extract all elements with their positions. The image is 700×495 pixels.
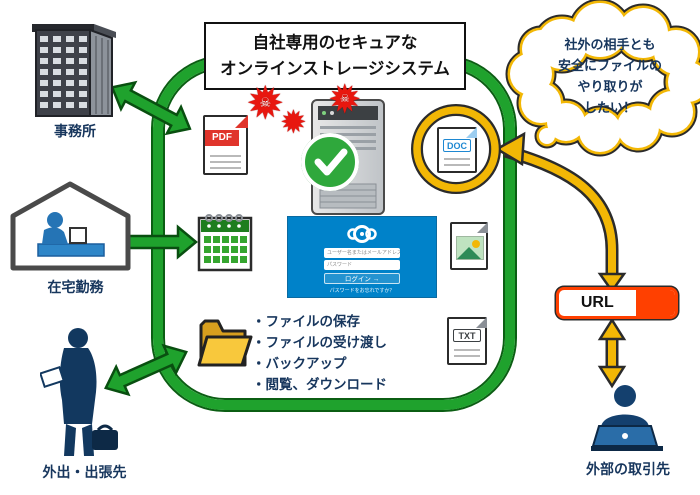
text-line <box>210 167 241 169</box>
calendar-icon <box>197 214 253 272</box>
url-fill-bar <box>635 290 675 316</box>
businessman-icon <box>40 328 118 456</box>
cloud-line: やり取りが <box>577 79 643 94</box>
skull-icon: ☠ <box>339 93 350 106</box>
home-label: 在宅勤務 <box>47 279 104 295</box>
folder-icon <box>197 319 253 367</box>
feature-item: ・バックアップ <box>252 356 347 371</box>
txt-file-icon: TXT <box>447 317 487 365</box>
feature-item: ・ファイルの受け渡し <box>252 335 387 350</box>
pdf-file-icon: PDF <box>203 115 248 175</box>
nextcloud-logo-icon <box>347 225 377 243</box>
page-fold <box>476 317 487 328</box>
virus-icon: ✹ <box>280 106 307 138</box>
cloud-line: 安全にファイルの <box>557 58 662 73</box>
text-line <box>210 155 241 157</box>
username-field: ユーザー名またはメールアドレス <box>324 248 400 258</box>
external-label: 外部の取引先 <box>586 461 670 477</box>
page-fold <box>235 115 248 128</box>
cloud-line: 社外の相手とも <box>564 37 656 52</box>
url-box: URL <box>556 287 678 319</box>
url-exchange-arrow <box>597 317 627 389</box>
login-button: ログイン → <box>324 273 400 284</box>
doc-file-icon: DOC <box>437 127 477 173</box>
pdf-label: PDF <box>205 130 239 146</box>
feature-list: ・ファイルの保存 ・ファイルの受け渡し ・バックアップ ・閲覧、ダウンロード <box>252 311 452 395</box>
text-line <box>454 355 480 357</box>
virus-icon: ✹ ☠ <box>328 80 362 120</box>
text-line <box>444 164 470 166</box>
image-file-icon <box>450 222 488 270</box>
external-user-icon <box>591 385 663 451</box>
text-line <box>454 349 480 351</box>
share-link-arrow <box>494 131 627 294</box>
url-label: URL <box>580 294 614 311</box>
cloud-text: 社外の相手とも 安全にファイルの やり取りが したい！ <box>528 34 692 118</box>
virus-icon: ✹ ☠ <box>246 80 285 126</box>
text-line <box>444 158 470 160</box>
text-line <box>210 161 241 163</box>
title-line-2: オンラインストレージシステム <box>220 60 450 78</box>
virus-star: ✹ <box>280 104 307 140</box>
sun-shape <box>472 240 480 248</box>
password-field: パスワード <box>324 260 400 270</box>
page-fold <box>477 222 488 233</box>
field-label: 外出・出張先 <box>42 464 127 480</box>
doc-label: DOC <box>443 139 471 152</box>
server-icon <box>301 99 385 215</box>
mountain-shape <box>457 247 483 259</box>
feature-item: ・ファイルの保存 <box>252 314 360 329</box>
cloud-line: したい！ <box>583 100 636 115</box>
title-line-1: 自社専用のセキュアな <box>252 33 418 52</box>
skull-icon: ☠ <box>259 94 272 110</box>
security-shield-icon <box>301 133 359 191</box>
page-fold <box>466 127 477 138</box>
title-box: 自社専用のセキュアな オンラインストレージシステム <box>204 22 466 90</box>
login-screen: ユーザー名またはメールアドレス パスワード ログイン → パスワードをお忘れです… <box>287 216 437 298</box>
virus-star: ✹ <box>246 77 285 129</box>
thumbnail-picture <box>456 236 484 260</box>
office-label: 事務所 <box>54 123 96 139</box>
home-worker-icon <box>10 181 131 271</box>
forgot-password-link: パスワードをお忘れですか？ <box>329 288 395 294</box>
feature-item: ・閲覧、ダウンロード <box>252 377 387 392</box>
txt-label: TXT <box>453 329 481 342</box>
office-building-icon <box>32 24 116 117</box>
virus-star: ✹ <box>328 78 362 122</box>
